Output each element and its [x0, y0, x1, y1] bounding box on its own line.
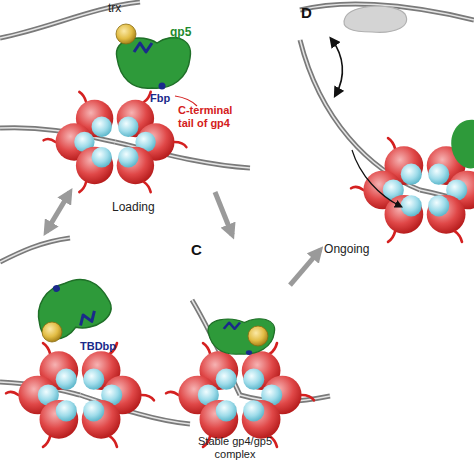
- thioredoxin: [42, 322, 62, 342]
- part-label: Fbp: [150, 92, 190, 105]
- step-label: Ongoing: [324, 242, 369, 256]
- step-arrow: [215, 192, 232, 235]
- helicase-hexamer: [6, 343, 154, 447]
- polymerase-gray: [344, 6, 407, 32]
- panel-letter: C: [191, 241, 211, 258]
- step-label: Loading: [112, 200, 155, 214]
- thioredoxin: [248, 326, 268, 346]
- part-label: trx: [108, 2, 148, 16]
- thioredoxin: [116, 24, 136, 44]
- helicase-hexamer: [166, 343, 314, 447]
- figure-panel: trx gp5FbpC-terminal tail of gp4: [0, 0, 250, 192]
- motion-arrow: [332, 40, 342, 94]
- polymerase: [28, 270, 115, 344]
- part-label: Stable gp4/gp5 complex: [185, 435, 285, 460]
- part-label: C-terminal tail of gp4: [178, 104, 250, 129]
- figure-panel: C Stable gp4/gp5 complex: [185, 235, 290, 474]
- step-arrow: [290, 250, 320, 285]
- polymerase: [208, 319, 275, 355]
- figure-panel: TBDbp: [0, 232, 200, 474]
- part-label: gp5: [170, 26, 210, 40]
- part-label: TBDbp: [80, 340, 140, 353]
- polymerase: [451, 120, 474, 169]
- panel-letter: D: [301, 4, 321, 21]
- helicase-hexamer: [44, 92, 187, 192]
- figure-panel: D: [295, 0, 474, 250]
- polymerase: [116, 38, 190, 90]
- step-arrow: [46, 192, 70, 232]
- motion-arrow: [352, 150, 400, 206]
